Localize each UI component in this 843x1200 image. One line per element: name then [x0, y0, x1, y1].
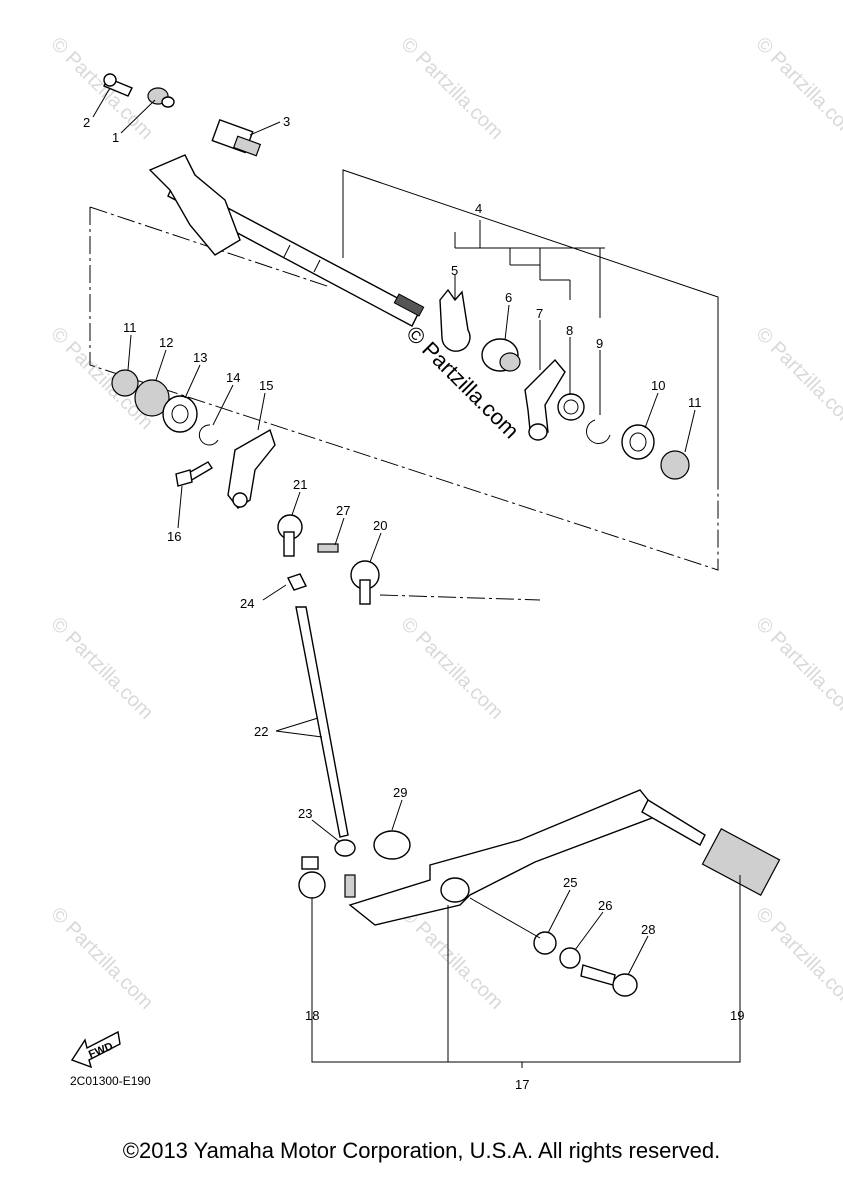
callout-11: 11: [123, 320, 137, 335]
callout-16: 16: [167, 529, 181, 544]
callout-8: 8: [566, 323, 573, 338]
watermark-text: © Partzilla.com: [396, 903, 507, 1014]
callout-27: 27: [336, 503, 350, 518]
callout-15: 15: [259, 378, 273, 393]
callout-7: 7: [536, 306, 543, 321]
shaft-seal-parts: [111, 369, 276, 509]
callout-12: 12: [159, 335, 173, 350]
callout-1: 1: [112, 130, 119, 145]
callout-5: 5: [451, 263, 458, 278]
callout-3: 3: [283, 114, 290, 129]
watermark-text: © Partzilla.com: [396, 613, 507, 724]
callout-10: 10: [651, 378, 665, 393]
assembly-bracket: [89, 169, 719, 571]
callout-23: 23: [298, 806, 312, 821]
watermark-text: © Partzilla.com: [46, 903, 157, 1014]
copyright-notice: ©2013 Yamaha Motor Corporation, U.S.A. A…: [122, 1138, 721, 1163]
callout-14: 14: [226, 370, 240, 385]
top-fasteners: [103, 73, 262, 157]
callout-4: 4: [475, 201, 482, 216]
fwd-arrow-icon: FWD: [70, 1030, 121, 1069]
callout-6: 6: [505, 290, 512, 305]
callout-24: 24: [240, 596, 254, 611]
fwd-label: FWD: [87, 1040, 115, 1061]
callout-26: 26: [598, 898, 612, 913]
callout-21: 21: [293, 477, 307, 492]
callout-18: 18: [305, 1008, 319, 1023]
callout-22: 22: [254, 724, 268, 739]
callout-20: 20: [373, 518, 387, 533]
watermark-text: © Partzilla.com: [751, 613, 843, 724]
callout-2: 2: [83, 115, 90, 130]
shift-arm-assembly: [439, 288, 690, 480]
callout-13: 13: [193, 350, 207, 365]
shift-rod: [295, 606, 349, 838]
callout-25: 25: [563, 875, 577, 890]
callout-17: 17: [515, 1077, 529, 1092]
watermark-text: © Partzilla.com: [751, 903, 843, 1014]
watermark-text: © Partzilla.com: [751, 323, 843, 434]
callout-9: 9: [596, 336, 603, 351]
watermark-text: © Partzilla.com: [396, 33, 507, 144]
shift-pedal: [298, 789, 781, 997]
callout-11: 11: [688, 395, 702, 410]
pedal-assembly-bracket: [311, 875, 741, 1068]
watermark-text: © Partzilla.com: [751, 33, 843, 144]
diagram-code: 2C01300-E190: [70, 1074, 151, 1088]
callout-29: 29: [393, 785, 407, 800]
callout-28: 28: [641, 922, 655, 937]
callout-labels: 1 2 3 4 5 6 7 8 9 10 11 11 12 13 14 15 1…: [83, 114, 744, 1092]
watermark-text: © Partzilla.com: [46, 33, 157, 144]
watermark-text: © Partzilla.com: [46, 323, 157, 434]
shift-shaft: [148, 154, 425, 327]
leader-lines: [92, 87, 696, 976]
watermark-text: © Partzilla.com: [46, 613, 157, 724]
callout-19: 19: [730, 1008, 744, 1023]
shift-rod-joints: [277, 514, 541, 605]
